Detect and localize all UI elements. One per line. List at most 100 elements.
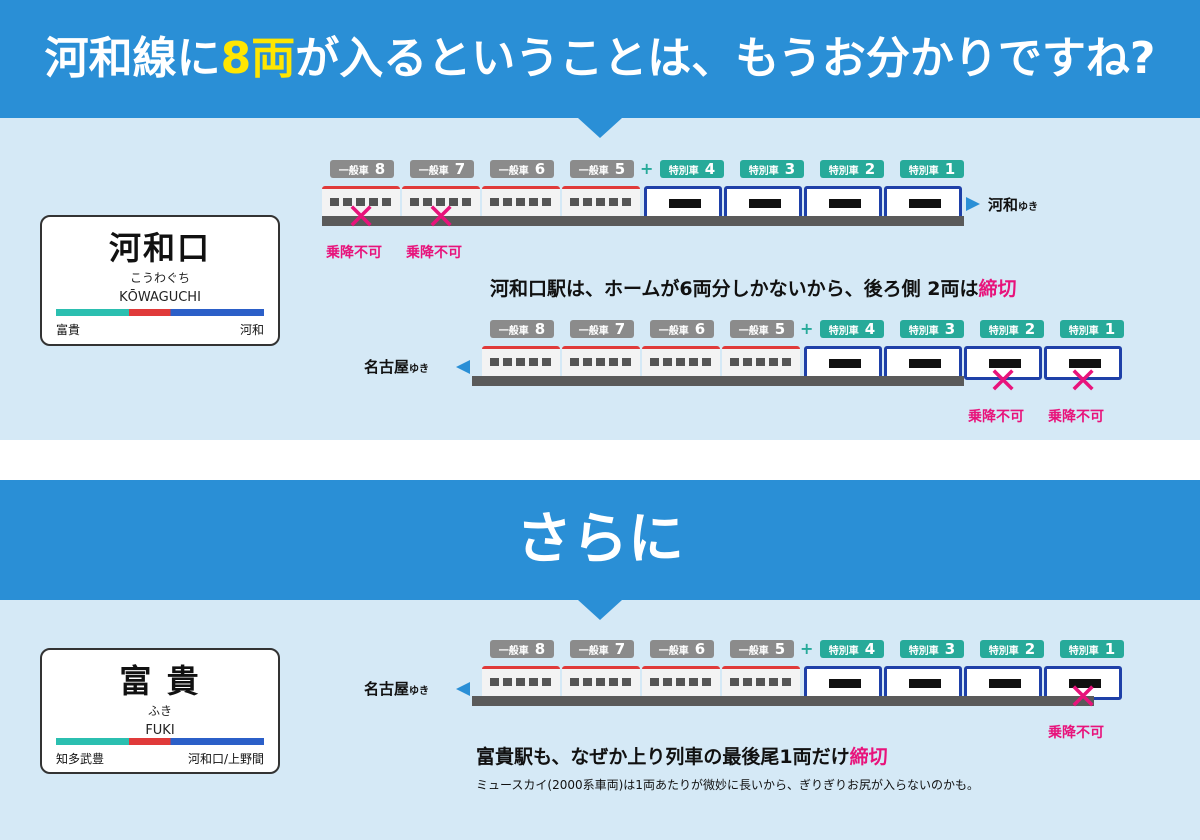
caption-highlight: 締切 [978,278,1017,300]
car-number: 8 [374,160,386,178]
caption-fuki: 富貴駅も、なぜか上り列車の最後尾1両だけ締切 [476,742,888,769]
car-type: 特別車 [828,165,859,177]
car-window [743,678,752,686]
car-window [909,359,941,368]
general-car [482,346,560,380]
car-window [462,198,471,206]
car-type: 特別車 [988,645,1019,657]
car-window [343,198,352,206]
dest-yuki: ゆき [409,686,430,697]
car-number: 7 [614,320,626,338]
car-number: 7 [614,640,626,658]
car-window [410,198,419,206]
general-car [562,346,640,380]
car-window [369,198,378,206]
car-window [503,198,512,206]
special-car [884,666,962,700]
car-window [782,358,791,366]
station-name: 河和口 [108,229,211,267]
no-boarding-x-icon: ✕ [346,197,377,238]
destination-kowa: 河和ゆき [988,194,1038,215]
car-window [702,358,711,366]
title-part-2: が入るということは、もうお分かりですね? [295,33,1156,84]
special-car [724,186,802,220]
line-color-stripe [56,738,264,745]
special-car [1044,346,1122,380]
car-number: 8 [534,320,546,338]
platform [322,216,964,226]
car-window [650,358,659,366]
general-car [402,186,480,220]
car-window [702,678,711,686]
special-car [884,346,962,380]
car-window [650,678,659,686]
dest-yuki: ゆき [409,364,430,375]
car-window [909,199,941,208]
station-romaji: FUKI [145,723,175,738]
car-number: 5 [774,320,786,338]
car-window [689,678,698,686]
station-kana: こうわぐち [129,271,190,285]
car-type: 一般車 [498,325,529,337]
car-window [436,198,445,206]
no-boarding-label: 乗降不可 [406,245,462,261]
car-window [583,678,592,686]
car-window [676,678,685,686]
car-number: 3 [944,320,956,338]
section-title: さらに [516,507,684,572]
car-window [423,198,432,206]
prev-station: 富貴 [56,323,81,337]
car-type: 特別車 [1068,645,1099,657]
car-window [676,358,685,366]
direction-arrow-left-icon [456,682,470,696]
car-window [829,359,861,368]
car-type: 特別車 [908,325,939,337]
car-window [622,198,631,206]
station-romaji: KŌWAGUCHI [119,290,201,305]
car-number: 6 [694,640,706,658]
car-window [730,678,739,686]
destination-nagoya: 名古屋ゆき [364,678,429,699]
car-window [669,199,701,208]
plus-sign: + [640,159,654,178]
car-type: 特別車 [748,165,779,177]
footnote: ミュースカイ(2000系車両)は1両あたりが微妙に長いから、ぎりぎりお尻が入らな… [476,778,979,792]
general-car [482,186,560,220]
car-window [756,678,765,686]
platform [472,376,964,386]
car-number: 8 [534,640,546,658]
no-boarding-label: 乗降不可 [1048,725,1104,741]
station-kana: ふき [147,704,172,718]
direction-arrow-right-icon [966,197,980,211]
car-window [503,358,512,366]
car-window [663,358,672,366]
dest-name: 名古屋 [364,680,410,698]
no-boarding-x-icon: ✕ [988,361,1019,402]
car-number: 7 [454,160,466,178]
special-car [644,186,722,220]
car-type: 一般車 [578,165,609,177]
car-number: 1 [1104,320,1116,338]
car-number: 4 [864,640,876,658]
special-car [804,186,882,220]
general-car [642,666,720,700]
station-sign-fuki: 富 貴 ふき FUKI 知多武豊 河和口/上野間 [40,648,280,774]
car-number: 3 [944,640,956,658]
car-type: 特別車 [828,325,859,337]
car-window [490,198,499,206]
car-window [1069,359,1101,368]
special-car [964,666,1042,700]
caption-highlight: 締切 [849,746,888,768]
caption-text: 富貴駅も、なぜか上り列車の最後尾1両だけ [476,746,850,768]
header-banner: 河和線に8両が入るということは、もうお分かりですね? [0,0,1200,118]
car-window [663,678,672,686]
car-type: 特別車 [988,325,1019,337]
